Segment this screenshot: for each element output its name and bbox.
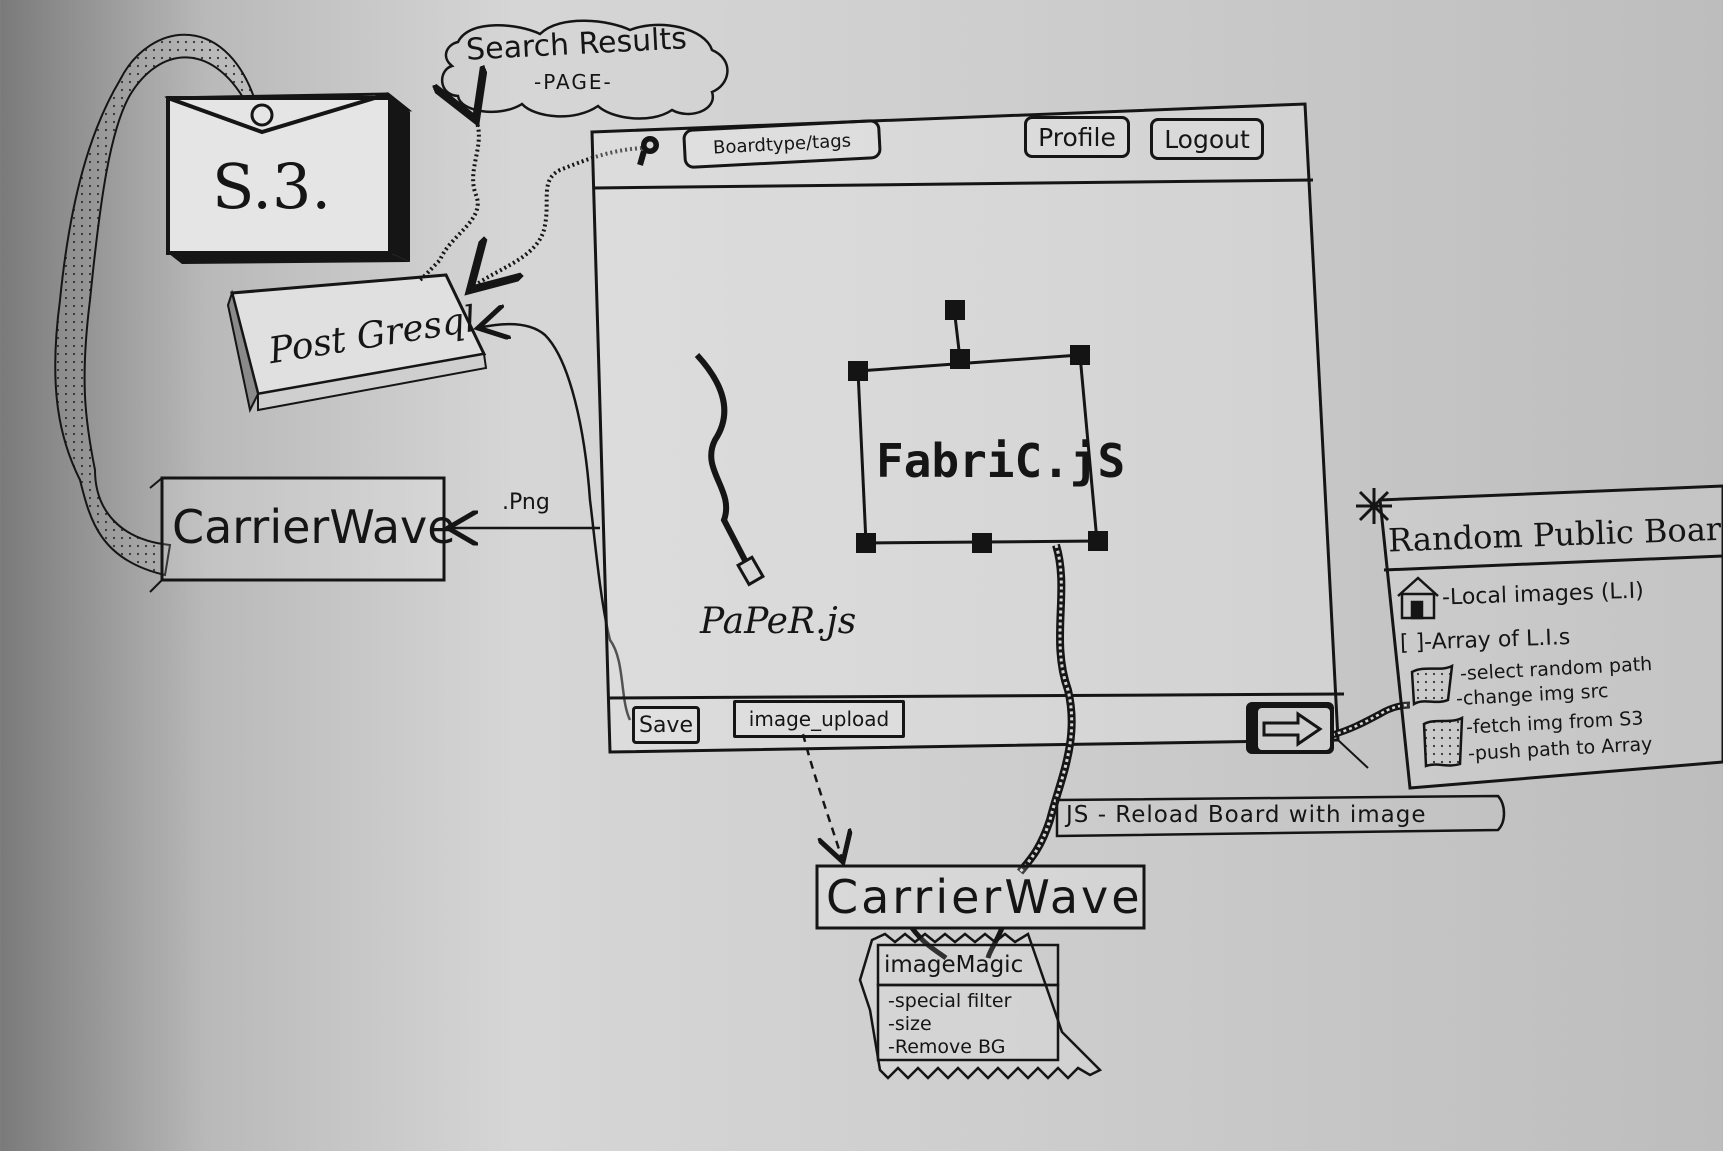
s3-label: S.3. (212, 150, 332, 223)
fabric-resize-handle[interactable] (950, 349, 970, 369)
carrierwave-left-label: CarrierWave (172, 500, 456, 554)
upload-carrierwave-arrow (801, 733, 843, 862)
imagemagic-option: -Remove BG (888, 1036, 1006, 1058)
board-postgres-wire (470, 146, 643, 290)
s3-carrierwave-wire (54, 33, 260, 577)
imagemagic-options: -special filter -size -Remove BG (888, 992, 1011, 1057)
carrierwave-left-box (160, 476, 446, 582)
reload-label-box (1055, 794, 1506, 838)
reload-board-label: JS - Reload Board with image (1066, 802, 1427, 828)
cloud-subtitle: -PAGE- (534, 70, 613, 94)
fabric-resize-handle[interactable] (848, 361, 868, 381)
profile-button[interactable]: Profile (1024, 116, 1130, 158)
scroll-icon (1410, 663, 1454, 707)
fabric-resize-handle[interactable] (972, 533, 992, 553)
next-arrow-button[interactable] (1244, 700, 1336, 756)
save-postgres-wire (478, 324, 632, 721)
s3-bucket-icon (164, 92, 413, 264)
fabric-resize-handle[interactable] (856, 533, 876, 553)
board-window-frame (590, 102, 1369, 769)
asterisk-icon (1356, 488, 1392, 524)
paperjs-label: PaPeR.js (700, 601, 857, 642)
png-label: .Png (502, 490, 550, 515)
search-icon[interactable] (634, 133, 668, 167)
logout-button[interactable]: Logout (1150, 118, 1264, 160)
carrierwave-bottom-box (815, 864, 1146, 930)
imagemagic-box (858, 932, 1103, 1080)
fabric-resize-handle[interactable] (945, 300, 965, 320)
image-upload-button[interactable]: image_upload (733, 700, 905, 738)
imagemagic-option: -special filter (888, 990, 1012, 1012)
paperjs-squiggle (694, 352, 753, 572)
random-boards-panel (1378, 484, 1723, 790)
fabric-label: FabriC.jS (876, 434, 1126, 488)
cloud-postgres-wire (418, 120, 479, 282)
save-button[interactable]: Save (632, 706, 700, 744)
imagemagic-title: imageMagic (884, 952, 1024, 978)
imagemagic-option: -size (888, 1013, 932, 1035)
house-icon (1397, 576, 1439, 620)
fabric-resize-handle[interactable] (1070, 345, 1090, 365)
carrierwave-bottom-label: CarrierWave (826, 870, 1143, 924)
array-label: [ ]-Array of L.I.s (1399, 625, 1571, 656)
fabric-resize-handle[interactable] (1088, 531, 1108, 551)
postgres-box (226, 273, 488, 414)
dotted-card-icon (1422, 715, 1464, 768)
